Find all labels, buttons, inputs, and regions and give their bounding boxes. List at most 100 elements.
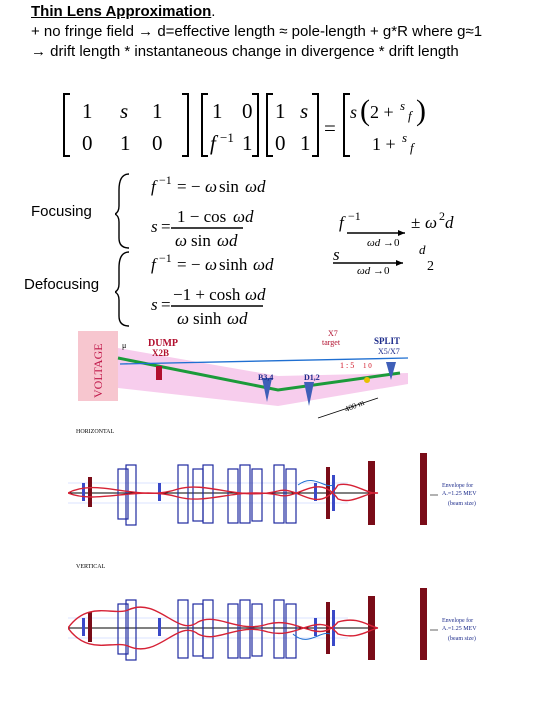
svg-text:s: s: [400, 98, 405, 113]
svg-text:f: f: [151, 255, 158, 274]
length-arrow: [317, 397, 379, 419]
target-sub: target: [322, 338, 341, 347]
svg-text:→0: →0: [373, 265, 390, 277]
svg-text:ωd: ωd: [245, 177, 266, 196]
matrix-result: 1 + sf f−1 s (2 + sf ) 1 + sf: [350, 94, 426, 155]
svg-text:1: 1: [300, 131, 311, 155]
svg-text:2 +: 2 +: [370, 102, 394, 122]
voltage-label: VOLTAGE: [91, 343, 105, 398]
svg-text:±: ±: [411, 213, 420, 232]
d-label: D1,2: [304, 373, 320, 382]
svg-text:sinh: sinh: [193, 309, 222, 328]
svg-text:s: s: [151, 217, 158, 236]
v-beam-envelope-lower: [68, 623, 379, 650]
v-note-2: A.=1.25 MEV: [442, 626, 477, 632]
beamline-figure: VOLTAGE μ DUMP X2B B3,4 D1,2 X7 target S…: [78, 329, 409, 419]
svg-text:s: s: [402, 130, 407, 145]
dump-sub: X2B: [152, 348, 169, 358]
dump-magnet: [156, 366, 162, 380]
svg-text:ω: ω: [205, 177, 217, 196]
svg-text:1 +: 1 +: [372, 134, 396, 154]
svg-text:1: 1: [275, 99, 286, 123]
svg-text:f: f: [410, 140, 416, 155]
vertical-label: VERTICAL: [76, 564, 106, 570]
svg-text:ωd: ωd: [253, 255, 274, 274]
svg-text:s: s: [333, 245, 340, 264]
v-small-markers: [82, 610, 335, 646]
svg-text:ωd: ωd: [367, 237, 381, 249]
svg-text:1: 1: [152, 99, 163, 123]
svg-text:0: 0: [152, 131, 163, 155]
beam-path: [117, 356, 401, 392]
d-magnet: [304, 382, 314, 406]
svg-text:1: 1: [212, 99, 223, 123]
target-dot: [364, 377, 370, 383]
h-note-2: A.=1.25 MEV: [442, 491, 477, 497]
svg-text:sinh: sinh: [219, 255, 248, 274]
svg-text:d: d: [445, 213, 454, 232]
h-dipoles: [88, 453, 427, 525]
svg-text:ωd: ωd: [227, 309, 248, 328]
v-quadrupoles: [117, 599, 297, 661]
vertical-optics-plot: VERTICAL Envelope for A.=1.25 MEV (beam …: [68, 564, 477, 661]
svg-text:=: =: [161, 217, 171, 236]
svg-text:=: =: [324, 116, 336, 140]
svg-text:−1 + cosh: −1 + cosh: [173, 285, 241, 304]
svg-text:ωd: ωd: [357, 265, 371, 277]
svg-text:−1: −1: [159, 251, 172, 265]
svg-text:s: s: [350, 102, 357, 122]
svg-text:ωd: ωd: [245, 285, 266, 304]
focusing-label: Focusing: [31, 203, 92, 220]
svg-text:1: 1: [120, 131, 131, 155]
h-beam-envelope-lower: [68, 486, 379, 502]
split-magnet: [386, 362, 396, 380]
slide-title: Thin Lens Approximation.: [31, 3, 215, 20]
horizontal-optics-plot: HORIZONTAL Envelope for A.=1.25 MEV (bea…: [68, 429, 477, 526]
svg-text:(: (: [360, 94, 370, 127]
svg-text:−1: −1: [220, 130, 234, 145]
h-quadrupoles: [117, 464, 297, 526]
svg-text:s: s: [120, 99, 128, 123]
svg-text:): ): [416, 94, 426, 127]
svg-text:0: 0: [82, 131, 93, 155]
svg-text:−1: −1: [159, 173, 172, 187]
svg-text:= −: = −: [177, 177, 200, 196]
svg-text:1: 1: [242, 131, 253, 155]
v-note-1: Envelope for: [442, 617, 473, 624]
b-magnet: [262, 378, 272, 402]
svg-text:ω: ω: [425, 213, 437, 232]
svg-text:−1: −1: [348, 209, 361, 223]
svg-text:f: f: [210, 131, 219, 155]
focusing-brace: [115, 173, 130, 249]
horizontal-label: HORIZONTAL: [76, 429, 115, 435]
svg-text:2: 2: [427, 259, 434, 274]
target-label: X7: [328, 329, 338, 338]
svg-text:ωd: ωd: [233, 207, 254, 226]
v-note-3: (beam size): [448, 635, 476, 642]
svg-text:s: s: [300, 99, 308, 123]
title-text: Thin Lens Approximation: [31, 3, 212, 20]
b-label: B3,4: [258, 373, 273, 382]
svg-text:ω: ω: [177, 309, 189, 328]
svg-text:f: f: [151, 177, 158, 196]
svg-text:0: 0: [275, 131, 286, 155]
svg-text:sin: sin: [219, 177, 239, 196]
dump-label: DUMP: [148, 338, 178, 349]
title-suffix: .: [211, 3, 216, 20]
approx-line-2: → drift length * instantaneous change in…: [31, 43, 459, 60]
ratio-sub: 1 0: [363, 362, 372, 370]
h-note-1: Envelope for: [442, 482, 473, 489]
voltage-block: [78, 331, 118, 401]
svg-text:ω: ω: [175, 231, 187, 250]
defocusing-label: Defocusing: [24, 276, 100, 293]
svg-text:= −: = −: [177, 255, 200, 274]
svg-text:→0: →0: [383, 237, 400, 249]
svg-text:ωd: ωd: [217, 231, 238, 250]
defocusing-brace: [115, 251, 130, 327]
svg-text:0: 0: [242, 99, 253, 123]
mu-label: μ: [122, 341, 126, 350]
v-beam-envelope: [68, 606, 379, 633]
svg-text:1: 1: [82, 99, 93, 123]
